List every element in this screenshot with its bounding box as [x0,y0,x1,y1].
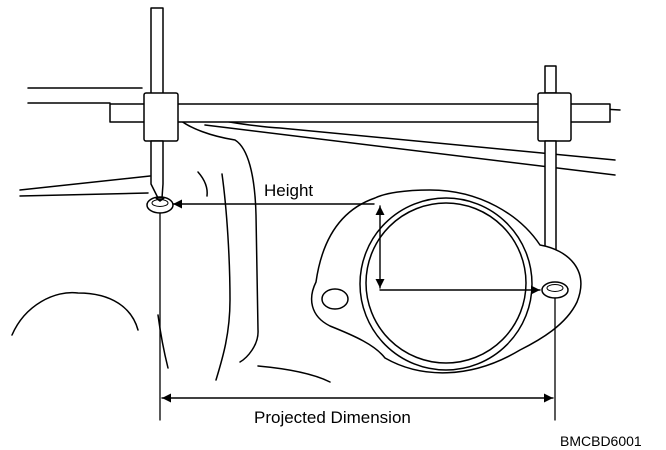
left-gauge-pointer [143,7,179,202]
figure-code: BMCBD6001 [560,433,642,449]
height-label: Height [264,181,313,200]
flange-left-hole [321,288,349,310]
bore-circle [359,197,533,371]
gauge-bar [109,103,611,123]
right-gauge-pointer [537,65,572,282]
dimension-lines [159,212,556,421]
projected-dimension-label: Projected Dimension [254,408,411,427]
exhaust-flange [310,189,582,374]
height-arrows [172,199,541,295]
